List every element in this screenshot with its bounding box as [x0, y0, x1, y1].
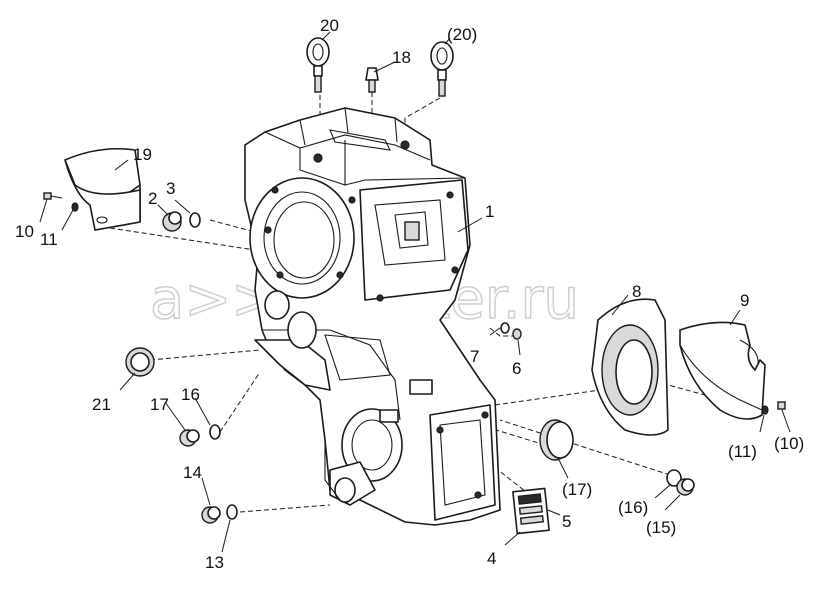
callout-13: 13: [205, 553, 224, 572]
bolt-10-right: [777, 401, 786, 410]
callout-9: 9: [740, 291, 749, 310]
o-ring-3: [189, 212, 201, 228]
cover-plate-19: [64, 147, 141, 231]
callout-5: 5: [562, 512, 571, 531]
washer-11-right: [761, 405, 769, 415]
callout-11-paren: (11): [728, 442, 757, 461]
callout-10: 10: [15, 222, 34, 241]
nameplate-4: [512, 487, 550, 535]
cover-disc-17: [539, 419, 574, 461]
plug-2: [162, 211, 182, 232]
callout-1: 1: [485, 202, 494, 221]
callout-3: 3: [166, 179, 175, 198]
transmission-housing: [244, 107, 501, 526]
callout-15-paren: (15): [646, 518, 676, 537]
o-ring-7: [500, 322, 510, 334]
lifting-eye-bolt-2: [430, 41, 454, 97]
callout-20: 20: [320, 16, 339, 35]
o-ring-13: [226, 504, 238, 520]
o-ring-16-right: [666, 469, 682, 487]
callout-8: 8: [632, 282, 641, 301]
o-ring-16: [209, 424, 221, 440]
plug-14: [201, 506, 221, 524]
callout-7: 7: [470, 347, 479, 366]
callout-21: 21: [92, 395, 111, 414]
callout-17: 17: [150, 395, 169, 414]
callout-10-paren: (10): [774, 434, 804, 453]
seal-ring-21: [125, 347, 155, 377]
callout-18: 18: [392, 48, 411, 67]
callout-2: 2: [148, 189, 157, 208]
callout-11: 11: [40, 230, 58, 249]
callout-20-paren: (20): [447, 25, 477, 44]
plug-17: [179, 429, 200, 447]
callout-16-paren: (16): [618, 498, 648, 517]
callout-19: 19: [133, 145, 152, 164]
breather-plug: [365, 67, 379, 93]
washer-11: [71, 202, 79, 212]
bolt-10: [43, 192, 63, 200]
callout-16: 16: [181, 385, 200, 404]
callout-6: 6: [512, 359, 521, 378]
plug-6: [512, 328, 522, 340]
leader-lines: [39, 31, 791, 553]
plug-15: [676, 478, 695, 496]
callout-17-paren: (17): [562, 480, 592, 499]
callout-labels: 20 (20) 18 19 1 2 3 10 11 8 9 7 6 21 16 …: [15, 16, 804, 572]
callout-14: 14: [183, 463, 202, 482]
cover-9: [679, 321, 766, 420]
lifting-eye-bolt: [306, 37, 330, 93]
cover-8: [591, 298, 669, 436]
callout-4: 4: [487, 549, 496, 568]
